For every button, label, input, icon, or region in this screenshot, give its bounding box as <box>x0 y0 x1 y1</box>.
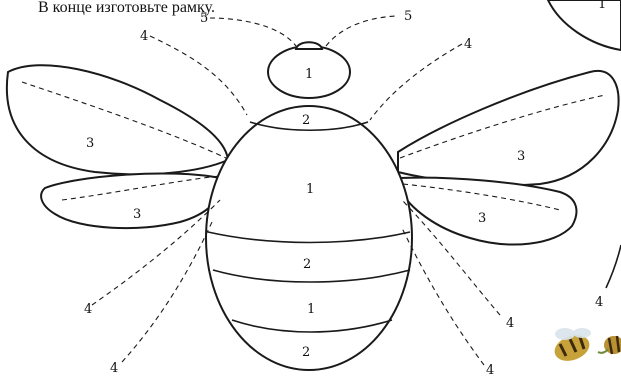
label-head: 1 <box>305 67 313 82</box>
label-antenna-left: 5 <box>200 11 208 26</box>
edge-curve-right <box>605 244 621 289</box>
pointer-line-top-left <box>149 35 248 116</box>
label-pointer-bottom-left-2: 4 <box>110 361 118 376</box>
label-antenna-right: 5 <box>404 9 412 24</box>
label-wing-upper-left: 3 <box>86 136 94 151</box>
label-pointer-top-left: 4 <box>140 29 148 44</box>
pointer-line-bottom-left-1 <box>91 199 221 306</box>
label-pointer-edge-right: 4 <box>595 295 603 310</box>
label-pointer-bottom-right-1: 4 <box>506 316 514 331</box>
pointer-line-bottom-left-2 <box>121 221 213 363</box>
pointer-line-top-right <box>369 43 463 121</box>
label-pointer-bottom-left-1: 4 <box>84 302 92 317</box>
label-wing-lower-right: 3 <box>478 211 486 226</box>
label-body-big: 1 <box>306 182 314 197</box>
label-body-small: 1 <box>307 302 315 317</box>
bee-body <box>205 105 413 371</box>
label-band-bottom: 2 <box>302 345 310 360</box>
wing-upper-left <box>5 64 230 176</box>
wing-upper-right-vein <box>399 94 606 159</box>
band-mid-lower-edge <box>212 269 411 283</box>
pointer-line-bottom-right-1 <box>401 199 501 316</box>
wing-lower-left-vein <box>61 175 221 201</box>
caption-text: В конце изготовьте рамку. <box>38 0 215 16</box>
wing-upper-left-vein <box>21 81 227 159</box>
band-top-lower-edge <box>249 121 369 132</box>
antenna-right <box>325 15 396 47</box>
label-pointer-top-right: 4 <box>464 37 472 52</box>
edge-shape-top-right <box>546 0 621 52</box>
wing-upper-right <box>397 69 620 187</box>
pointer-line-bottom-right-2 <box>401 227 485 366</box>
label-band-mid: 2 <box>303 257 311 272</box>
band-bottom-upper-edge <box>231 319 393 333</box>
label-wing-upper-right: 3 <box>517 149 525 164</box>
label-wing-lower-left: 3 <box>133 207 141 222</box>
wing-lower-right <box>399 176 578 246</box>
label-pointer-bottom-right-2: 4 <box>486 363 494 376</box>
wing-lower-right-vein <box>402 183 561 211</box>
bee-head-tip <box>294 41 324 50</box>
band-mid-upper-edge <box>207 231 411 244</box>
label-band-top: 2 <box>302 113 310 128</box>
wing-lower-left <box>40 172 222 230</box>
antenna-left <box>209 17 297 47</box>
decorative-bee-icon <box>554 328 621 361</box>
edge-label-top-right: 1 <box>598 0 606 12</box>
